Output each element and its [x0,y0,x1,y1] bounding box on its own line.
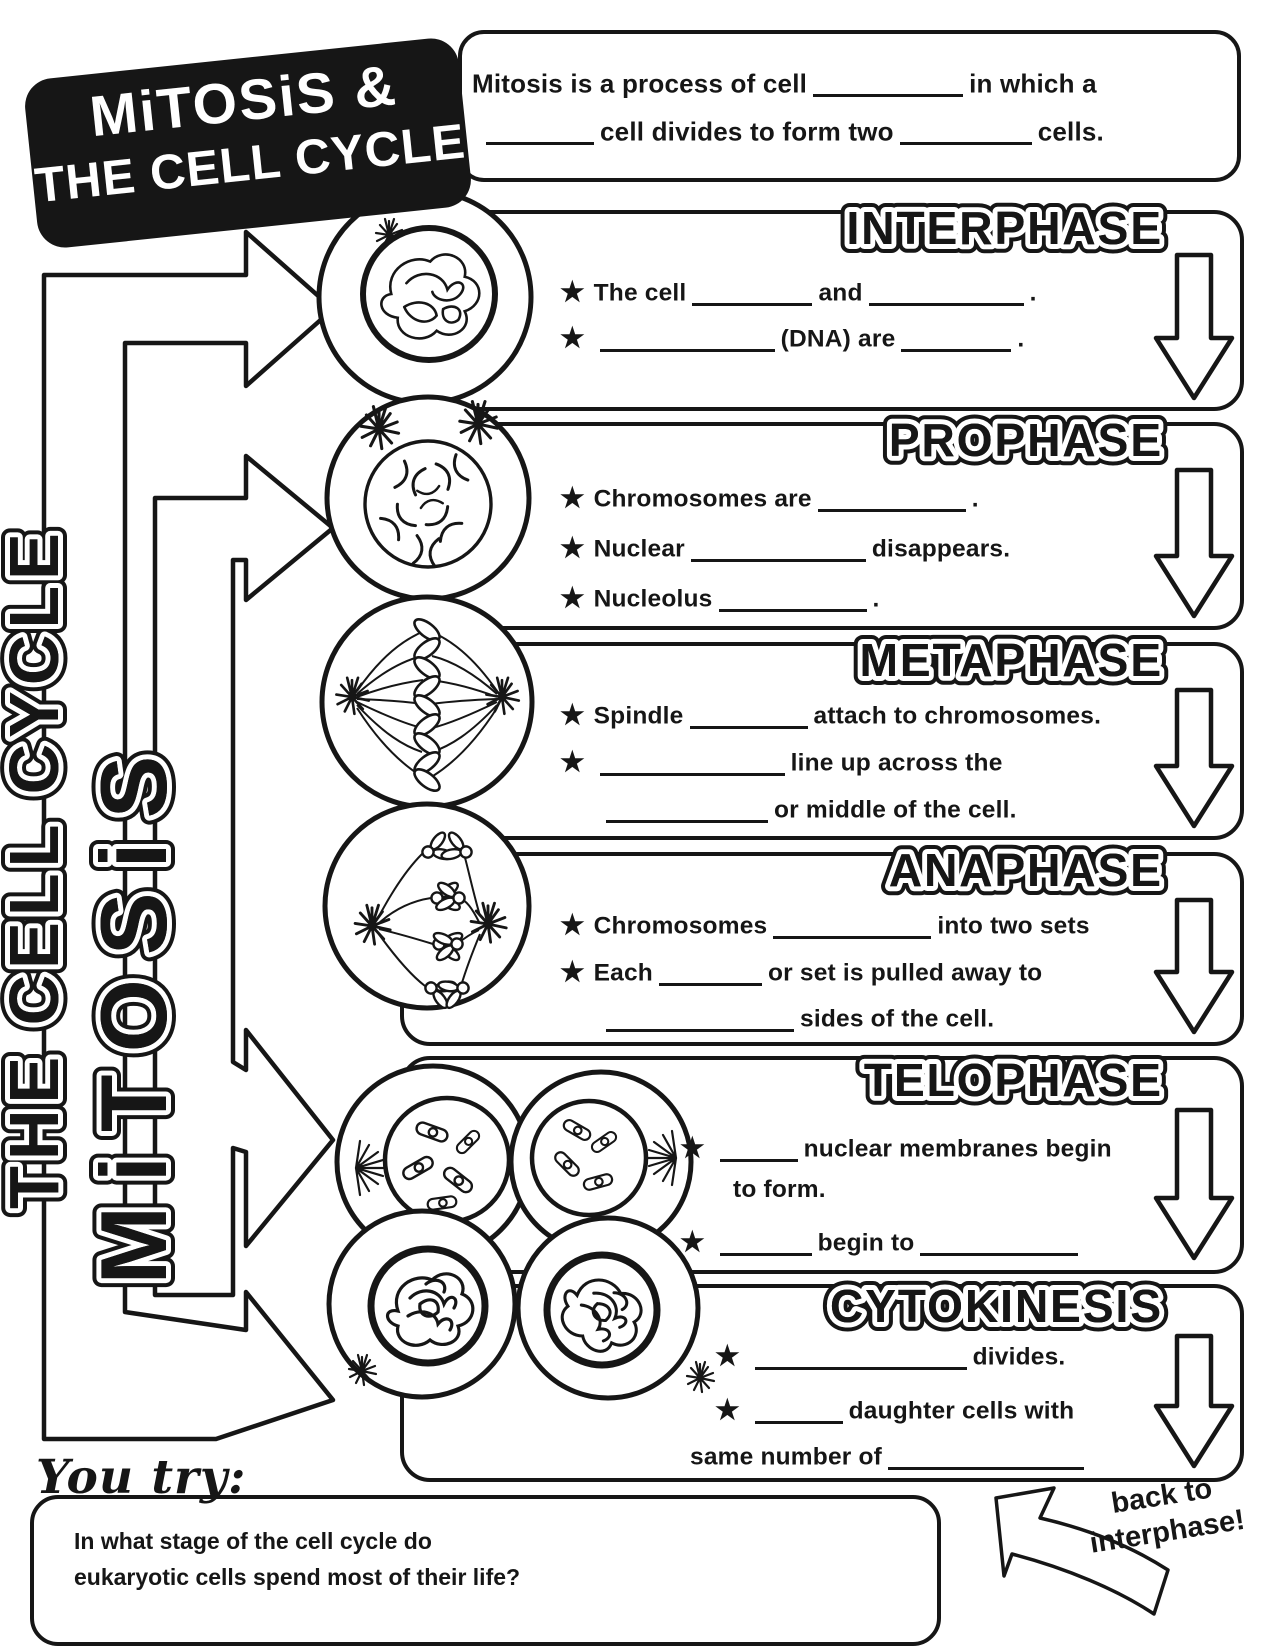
worksheet-text: nuclear membranes begin [803,1135,1112,1163]
worksheet-text: daughter cells with [848,1397,1075,1425]
worksheet-text: Nucleolus [593,585,713,613]
star-bullet-icon: ★ [560,955,585,987]
worksheet-text: cell divides to form two [600,116,894,147]
telophase-bullet-2: ★ begin to [680,1222,1084,1258]
fill-in-blank[interactable] [899,115,1032,146]
star-bullet-icon: ★ [715,1339,740,1371]
star-bullet-icon: ★ [560,581,585,613]
worksheet-text: . [872,585,880,613]
metaphase-bullet-1: ★ Spindle attach to chromosomes. [560,695,1101,731]
worksheet-text: Mitosis is a process of cell [472,68,808,99]
prophase-bullet-1: ★ Chromosomes are. [560,478,979,514]
prophase-bullet-3: ★ Nucleolus. [560,578,880,614]
fill-in-blank[interactable] [486,115,594,146]
prophase-bullet-2: ★ Nuclear disappears. [560,528,1010,564]
interphase-bullet-2: ★ (DNA) are. [560,318,1024,354]
telophase-bullet-1: ★ nuclear membranes begin [680,1128,1112,1164]
fill-in-blank[interactable] [718,583,867,612]
worksheet-text: to form. [733,1176,826,1203]
worksheet-text: (DNA) are [780,325,896,353]
worksheet-text: Chromosomes [593,912,768,940]
fill-in-blank[interactable] [658,957,762,986]
cytokinesis-bullet-2: ★ daughter cells with [715,1390,1074,1426]
worksheet-text: into two sets [937,912,1090,940]
worksheet-text: divides. [972,1343,1066,1371]
worksheet-text: . [1017,325,1025,353]
star-bullet-icon: ★ [680,1225,705,1257]
fill-in-blank[interactable] [754,1341,967,1370]
star-bullet-icon: ★ [560,745,585,777]
worksheet-text: Chromosomes are [593,485,812,513]
fill-in-blank[interactable] [606,794,768,823]
fill-in-blank[interactable] [773,910,932,939]
star-bullet-icon: ★ [715,1393,740,1425]
fill-in-blank[interactable] [888,1441,1085,1470]
fill-in-blank[interactable] [868,277,1024,306]
worksheet-text: line up across the [790,749,1003,777]
you-try-question-line-1: In what stage of the cell cycle do [74,1528,432,1554]
intro-line-2: cell divides to form two cells. [480,110,1104,147]
telophase-bullet-1-cont: to form. [733,1176,826,1204]
intro-line-1: Mitosis is a process of cell in which a [472,62,1097,99]
fill-in-blank[interactable] [689,700,808,729]
you-try-question-line-2: eukaryotic cells spend most of their lif… [74,1564,521,1590]
fill-in-blank[interactable] [692,277,813,306]
metaphase-bullet-2-cont: or middle of the cell. [600,789,1017,825]
worksheet-text: The cell [593,279,687,307]
fill-in-blank[interactable] [606,1003,794,1032]
star-bullet-icon: ★ [560,481,585,513]
metaphase-bullet-2: ★ line up across the [560,742,1003,778]
star-bullet-icon: ★ [560,908,585,940]
star-bullet-icon: ★ [560,698,585,730]
worksheet-text: disappears. [871,535,1011,563]
worksheet-text: and [818,279,863,307]
star-bullet-icon: ★ [560,321,585,353]
cytokinesis-bullet-2-cont: same number of [690,1436,1090,1472]
star-bullet-icon: ★ [560,275,585,307]
worksheet-text: sides of the cell. [800,1005,995,1033]
fill-in-blank[interactable] [599,323,775,352]
worksheet-text: or set is pulled away to [767,959,1043,987]
you-try-box [30,1495,941,1646]
fill-in-blank[interactable] [920,1227,1079,1256]
fill-in-blank[interactable] [719,1133,798,1162]
worksheet-text: in which a [969,68,1097,99]
fill-in-blank[interactable] [754,1395,843,1424]
star-bullet-icon: ★ [560,531,585,563]
cytokinesis-bullet-1: ★ divides. [715,1336,1065,1372]
worksheet-text: Each [593,959,653,987]
fill-in-blank[interactable] [719,1227,812,1256]
fill-in-blank[interactable] [599,747,785,776]
worksheet-text: or middle of the cell. [774,796,1017,824]
fill-in-blank[interactable] [690,533,866,562]
you-try-label: You try: [36,1450,247,1505]
worksheet-text: same number of [690,1443,883,1471]
fill-in-blank[interactable] [901,323,1012,352]
worksheet-text: Spindle [593,702,684,730]
interphase-bullet-1: ★ The cell and. [560,272,1037,308]
worksheet-text: cells. [1037,116,1104,147]
worksheet-text: Nuclear [593,535,685,563]
fill-in-blank[interactable] [813,67,964,98]
anaphase-bullet-2: ★ Each or set is pulled away to [560,952,1042,988]
star-bullet-icon: ★ [680,1131,705,1163]
fill-in-blank[interactable] [817,483,966,512]
anaphase-bullet-1: ★ Chromosomes into two sets [560,905,1090,941]
worksheet-text: . [971,485,979,513]
anaphase-bullet-2-cont: sides of the cell. [600,998,994,1034]
worksheet-text: begin to [817,1229,915,1257]
worksheet-text: attach to chromosomes. [813,702,1102,730]
worksheet-text: . [1029,279,1037,307]
